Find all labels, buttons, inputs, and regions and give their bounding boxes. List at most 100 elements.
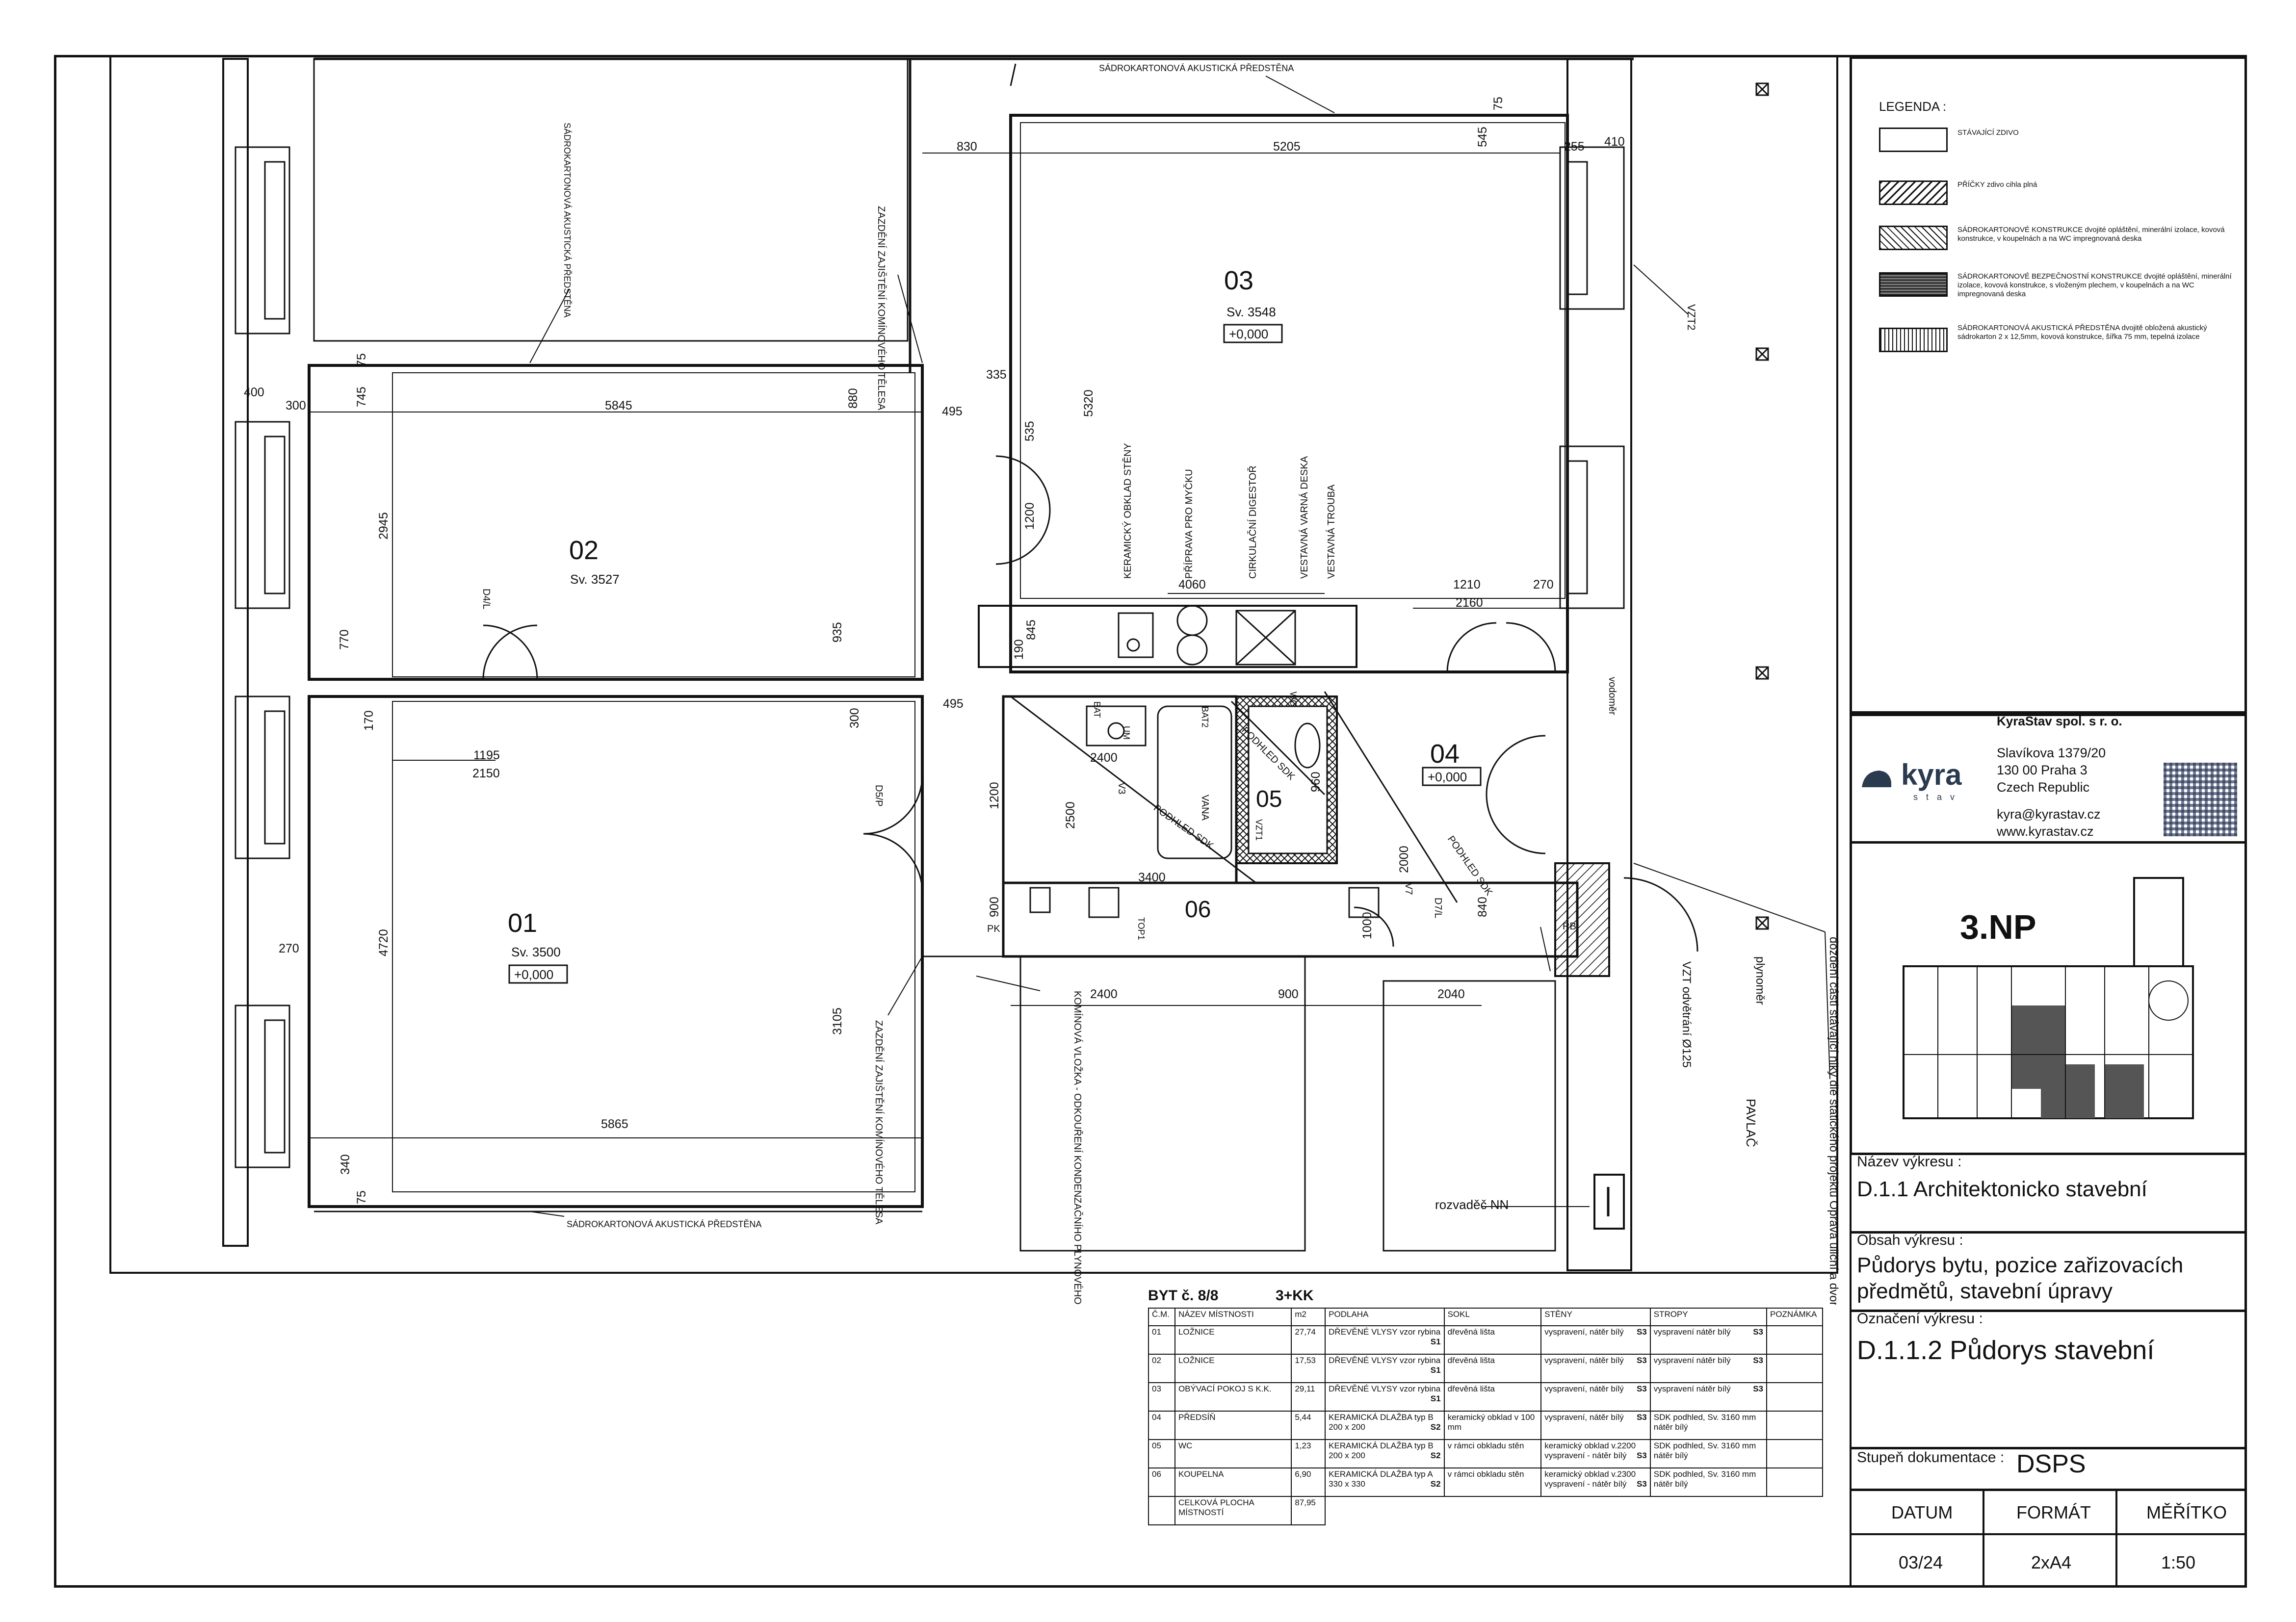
room-table-header-row: Č.M. NÁZEV MÍSTNOSTI m2 PODLAHA SOKL STĚ… [1148, 1308, 1824, 1326]
dim-2400b: 2400 [1090, 987, 1118, 1001]
cell-podlaha: KERAMICKÁ DLAŽBA typ B 200 x 200 S2 [1325, 1439, 1445, 1468]
company-logo: kyra s t a v [1859, 753, 1977, 807]
col-name: NÁZEV MÍSTNOSTI [1174, 1308, 1292, 1326]
qr-code [2164, 763, 2237, 836]
room-01-outline [308, 695, 924, 1208]
company-city: 130 00 Praha 3 [1997, 763, 2087, 777]
cell-sokl: dřevěná lišta [1443, 1382, 1542, 1412]
room-03-height: Sv. 3548 [1226, 305, 1276, 319]
table-row: 03 OBÝVACÍ POKOJ S K.K. 29,11 DŘEVĚNÉ VL… [1148, 1382, 1824, 1412]
cell-podlaha: KERAMICKÁ DLAŽBA typ B 200 x 200 S2 [1325, 1411, 1445, 1440]
legend-panel [1850, 56, 2247, 716]
cell-m2: 17,53 [1291, 1354, 1326, 1383]
company-web[interactable]: www.kyrastav.cz [1997, 824, 2094, 839]
title-meritko-value: 1:50 [2161, 1552, 2196, 1572]
room-table-title: BYT č. 8/8 [1148, 1287, 1219, 1304]
cell-poznamka [1766, 1325, 1824, 1355]
cell-cm: 02 [1148, 1354, 1175, 1383]
note-gas-meter: plynoměr [1753, 956, 1767, 1005]
note-vana: VANA [1200, 795, 1210, 821]
right-windows [1559, 146, 1625, 609]
title-datum-value: 03/24 [1899, 1552, 1943, 1572]
dim-5205: 5205 [1273, 140, 1301, 154]
title-stupen-label: Stupeň dokumentace : [1857, 1449, 2005, 1466]
cell-m2: 29,11 [1291, 1382, 1326, 1412]
dim-410: 410 [1604, 135, 1625, 149]
cell-cm: 05 [1148, 1439, 1175, 1468]
room-03-number: 03 [1224, 266, 1253, 295]
table-row: 06 KOUPELNA 6,90 KERAMICKÁ DLAŽBA typ A … [1148, 1468, 1824, 1497]
dim-400: 400 [244, 386, 264, 399]
dim-75c: 75 [355, 1190, 368, 1204]
dim-4060: 4060 [1178, 578, 1206, 592]
dim-1200b: 1200 [988, 782, 1001, 809]
cell-steny: vyspravení, nátěr bílý S3 [1540, 1411, 1651, 1440]
cell-cm: 01 [1148, 1325, 1175, 1355]
cell-steny: vyspravení, nátěr bílý S3 [1540, 1354, 1651, 1383]
title-stupen-value: DSPS [2016, 1450, 2086, 1478]
legend-swatch-existing [1879, 128, 1948, 152]
note-d4l: D4/L [481, 589, 492, 609]
note-pavlac: PAVLAČ [1744, 1099, 1758, 1147]
note-top1: TOP1 [1136, 917, 1146, 940]
note-d5p: D5/P [873, 785, 884, 806]
note-um: UM [1122, 726, 1131, 740]
note-v7: V7 [1403, 883, 1414, 895]
table-row: 02 LOŽNICE 17,53 DŘEVĚNÉ VLYSY vzor rybi… [1148, 1354, 1824, 1383]
dimension-texts: 830 5205 545 75 255 410 400 300 745 75 5… [244, 97, 1625, 1204]
service-symbols [1755, 82, 1769, 930]
cell-steny: vyspravení, nátěr bílý S3 [1540, 1382, 1651, 1412]
note-pk: PK [987, 924, 1000, 934]
note-wc: WC [1288, 692, 1298, 706]
dim-845: 845 [1024, 619, 1038, 640]
dim-840: 840 [1476, 897, 1489, 917]
room-02-height: Sv. 3527 [570, 572, 620, 587]
room-table: Č.M. NÁZEV MÍSTNOSTI m2 PODLAHA SOKL STĚ… [1148, 1308, 1824, 1525]
leader-lines [529, 76, 1830, 1217]
note-vzt-exhaust: VZT odvětrání Ø125 [1680, 961, 1693, 1068]
note-dishwasher: PŘÍPRAVA PRO MYČKU [1183, 469, 1195, 579]
dim-1210: 1210 [1453, 578, 1481, 592]
note-acoustic-top: SÁDROKARTONOVÁ AKUSTICKÁ PŘEDSTĚNA [1099, 63, 1294, 73]
note-v3: V3 [1116, 782, 1127, 794]
room-01-height: Sv. 3500 [511, 945, 561, 959]
room-01-level: +0,000 [514, 967, 553, 982]
cell-stropy: vyspravení nátěr bílý S3 [1649, 1382, 1767, 1412]
kitchen-counter [978, 605, 1357, 668]
legend-text-acoustic: SÁDROKARTONOVÁ AKUSTICKÁ PŘEDSTĚNA dvoji… [1957, 324, 2207, 341]
note-niche: dozdění části stávající niky dle statick… [1827, 937, 1840, 1305]
legend-swatch-sdk-safety [1879, 272, 1948, 297]
cell-sokl: keramický obklad v 100 mm [1443, 1411, 1542, 1440]
cell-empty [1325, 1496, 1823, 1525]
cell-name: WC [1174, 1439, 1292, 1468]
dim-3400: 3400 [1138, 871, 1166, 884]
room-02-outline [308, 364, 924, 681]
cell-name: PŘEDSÍŇ [1174, 1411, 1292, 1440]
legend-swatch-brick [1879, 180, 1948, 205]
cell-stropy: SDK podhled, Sv. 3160 mm nátěr bílý [1649, 1468, 1767, 1497]
dim-75: 75 [1491, 97, 1505, 110]
legend-text-sdk-safety: SÁDROKARTONOVÉ BEZPEČNOSTNÍ KONSTRUKCE d… [1957, 272, 2232, 298]
note-d7l: D7/L [1433, 898, 1443, 918]
cell-poznamka [1766, 1411, 1824, 1440]
note-chimney-top: ZAZDĚNÍ ZAJIŠTĚNÍ KOMÍNOVÉHO TĚLESA [876, 206, 887, 411]
dim-335: 335 [986, 368, 1007, 382]
cell-sokl: dřevěná lišta [1443, 1325, 1542, 1355]
dim-830: 830 [957, 140, 977, 154]
cell-podlaha: DŘEVĚNÉ VLYSY vzor rybina S1 [1325, 1382, 1445, 1412]
room-02-number: 02 [569, 536, 599, 565]
cell-m2: 5,44 [1291, 1411, 1326, 1440]
dim-1000: 1000 [1360, 912, 1374, 939]
cell-sokl: v rámci obkladu stěn [1443, 1439, 1542, 1468]
note-sdk-3: PODHLED SDK [1445, 834, 1495, 898]
dim-170: 170 [362, 710, 376, 731]
title-nazev-label: Název výkresu : [1857, 1154, 1962, 1170]
dim-545: 545 [1476, 127, 1489, 147]
company-email[interactable]: kyra@kyrastav.cz [1997, 807, 2101, 822]
col-steny: STĚNY [1540, 1308, 1651, 1326]
cell-poznamka [1766, 1439, 1824, 1468]
dim-745: 745 [355, 386, 368, 407]
cell-cm: 03 [1148, 1382, 1175, 1412]
dim-900: 900 [1278, 987, 1299, 1001]
dim-2040: 2040 [1437, 987, 1465, 1001]
